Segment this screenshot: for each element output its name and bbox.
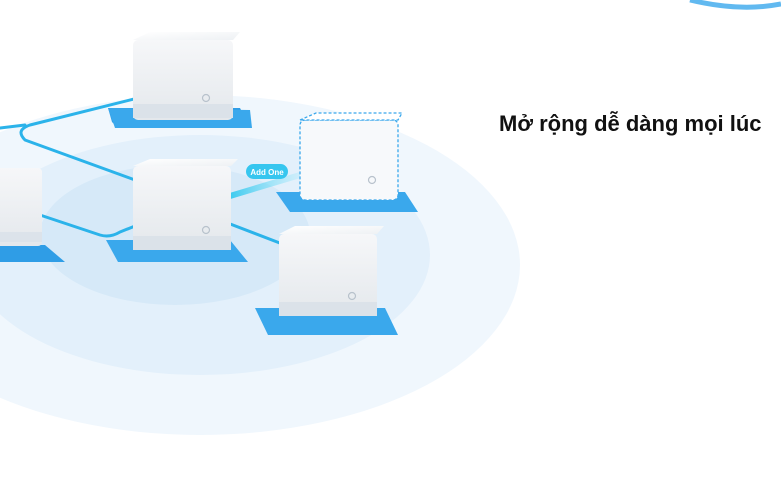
headline: Mở rộng dễ dàng mọi lúc: [499, 111, 762, 136]
mesh-unit-center: [106, 159, 248, 262]
mesh-unit-bottom-right: [255, 226, 398, 335]
mesh-unit-left: [0, 168, 65, 262]
power-led-icon: [367, 175, 377, 185]
add-one-label: Add One: [250, 168, 284, 177]
power-led-icon: [347, 291, 357, 301]
power-led-icon: [201, 225, 211, 235]
mesh-unit-top: [108, 32, 252, 128]
mesh-unit-dashed-new: [276, 112, 418, 212]
corner-arc-decoration: [689, 0, 781, 10]
add-one-badge: Add One: [246, 164, 288, 179]
connection-lines: [0, 93, 303, 247]
power-led-icon: [201, 93, 211, 103]
